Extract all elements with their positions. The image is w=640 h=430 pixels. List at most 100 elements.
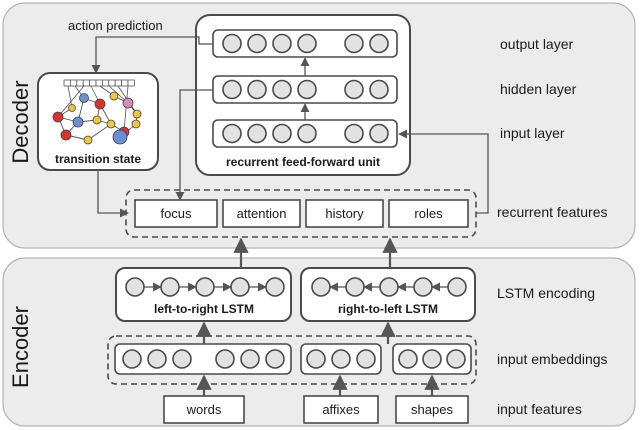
neuron-node: [331, 349, 351, 369]
lstm-cell: [311, 277, 331, 297]
lstm-right-label: right-to-left LSTM: [338, 302, 438, 316]
stack-slot: [121, 79, 129, 87]
input-feature-label: words: [186, 402, 222, 417]
lstm-left-label: left-to-right LSTM: [154, 302, 254, 316]
neuron-node: [297, 79, 317, 100]
graph-node: [72, 116, 84, 128]
transition-graph: [52, 79, 142, 145]
neuron-node: [147, 349, 167, 369]
transition-state-label: transition state: [55, 152, 141, 166]
graph-node: [132, 109, 142, 119]
neuron-node: [247, 123, 267, 144]
input-feature-affixes: affixes: [303, 395, 379, 424]
input-layer: [212, 119, 398, 148]
stack-slot: [102, 79, 110, 87]
feature-box-focus: focus: [134, 199, 218, 228]
neuron-node: [369, 33, 389, 54]
lstm-cell: [345, 277, 365, 297]
graph-node: [109, 91, 119, 101]
hidden-layer: [212, 75, 398, 104]
neuron-node: [240, 349, 260, 369]
stack-slot: [108, 79, 116, 87]
recurrent-features-label: recurrent features: [497, 204, 608, 220]
lstm-right-box: right-to-left LSTM: [300, 267, 476, 322]
neuron-node: [369, 123, 389, 144]
neuron-node: [446, 349, 466, 369]
connectors: [91, 36, 489, 396]
graph-node: [79, 93, 89, 103]
stack-slot: [89, 79, 97, 87]
neuron-node: [356, 349, 376, 369]
lstm-cell: [265, 277, 285, 297]
stack-slot: [127, 79, 135, 87]
input-embeddings-label: input embeddings: [497, 351, 608, 367]
lstm-encoding-label: LSTM encoding: [497, 285, 595, 301]
neuron-node: [172, 349, 192, 369]
lstm-cell: [230, 277, 250, 297]
neuron-node: [265, 349, 285, 369]
graph-node: [122, 97, 134, 109]
decoder-section-label: Decoder: [8, 80, 33, 163]
layer-labels: output layer hidden layer input layer re…: [497, 36, 608, 417]
input-feature-words: words: [163, 395, 245, 424]
neuron-node: [297, 33, 317, 54]
graph-node: [106, 119, 116, 129]
feature-label: roles: [414, 206, 443, 221]
input-feature-shapes: shapes: [395, 395, 469, 424]
lstm-left-box: left-to-right LSTM: [115, 267, 292, 322]
feature-label: attention: [237, 206, 287, 221]
input-features-label: input features: [497, 401, 582, 417]
graph-node: [131, 119, 141, 129]
graph-node: [68, 104, 76, 112]
graph-node: [83, 135, 93, 145]
lstm-cell: [379, 277, 399, 297]
graph-node: [52, 111, 64, 123]
input-layer-label: input layer: [500, 125, 565, 141]
neuron-node: [272, 123, 292, 144]
neuron-node: [247, 79, 267, 100]
feature-box-history: history: [305, 199, 384, 228]
neuron-node: [247, 33, 267, 54]
lstm-cell: [413, 277, 433, 297]
neuron-node: [306, 349, 326, 369]
neuron-node: [222, 123, 242, 144]
stack-slot: [95, 79, 103, 87]
stack-slot: [70, 79, 78, 87]
neuron-node: [398, 349, 418, 369]
graph-node: [94, 98, 106, 110]
word-embeddings: [114, 343, 292, 375]
output-layer: [212, 29, 398, 58]
encoder-section-label: Encoder: [8, 306, 33, 388]
neuron-node: [344, 123, 364, 144]
neuron-node: [272, 79, 292, 100]
lstm-cell: [447, 277, 467, 297]
neuron-node: [422, 349, 442, 369]
stack-slot: [63, 79, 71, 87]
feature-label: history: [325, 206, 364, 221]
neuron-node: [215, 349, 235, 369]
affix-embeddings: [300, 343, 382, 375]
rff-unit-label: recurrent feed-forward unit: [226, 155, 380, 169]
neuron-node: [297, 123, 317, 144]
lstm-cell: [160, 277, 180, 297]
neuron-node: [222, 79, 242, 100]
neuron-node: [272, 33, 292, 54]
graph-node: [60, 129, 72, 141]
input-embeddings-group: [107, 335, 477, 385]
input-feature-label: affixes: [322, 402, 360, 417]
stack-slot: [82, 79, 90, 87]
stack-slot: [114, 79, 122, 87]
output-layer-label: output layer: [500, 36, 573, 52]
feature-box-attention: attention: [222, 199, 301, 228]
lstm-cell: [125, 277, 145, 297]
feature-label: focus: [160, 206, 192, 221]
neuron-node: [369, 79, 389, 100]
feature-box-roles: roles: [388, 199, 469, 228]
hidden-layer-label: hidden layer: [500, 81, 577, 97]
neuron-node: [344, 79, 364, 100]
action-prediction-label: action prediction: [68, 18, 163, 33]
recurrent-features-row: focus attention history roles: [134, 199, 469, 228]
input-features-row: words affixes shapes: [163, 395, 469, 424]
neuron-node: [122, 349, 142, 369]
stack-slot: [76, 79, 84, 87]
